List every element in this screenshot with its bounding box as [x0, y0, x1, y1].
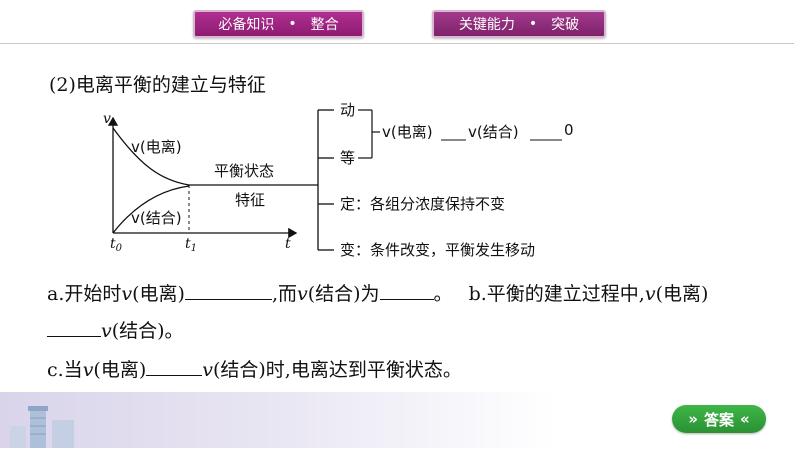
blank-a-2[interactable] [379, 281, 434, 300]
formula-v-ionization: v(电离) [382, 123, 433, 141]
header-divider [0, 43, 794, 44]
tab-left-label-1: 必备知识 [218, 17, 275, 33]
tab-right-label-1: 关键能力 [458, 17, 515, 33]
answer-arrow-right-icon: « [740, 410, 750, 428]
question-b-line2: v(结合)。 [47, 316, 184, 343]
t1-label: t1 [185, 236, 197, 254]
tab-left-dot: • [288, 16, 297, 32]
combination-rate-curve [112, 185, 190, 234]
footer-decoration [0, 392, 794, 448]
tab-left-label-2: 整合 [310, 17, 339, 33]
curve-bottom-label: v(结合) [131, 209, 182, 227]
ionization-rate-curve [112, 127, 190, 186]
blank-b[interactable] [47, 318, 101, 337]
tab-right-dot: • [528, 16, 538, 32]
t0-label: t0 [110, 236, 123, 254]
blank-c[interactable] [146, 357, 203, 376]
tab-key-ability[interactable]: 关键能力 • 突破 [432, 10, 606, 38]
question-a-prefix: a.开始时 [47, 283, 122, 305]
feature-dong: 动 [340, 101, 355, 119]
formula-v-combination: v(结合) [468, 123, 519, 141]
answer-button[interactable]: » 答案 « [672, 405, 766, 433]
x-axis-end-label: t [285, 236, 291, 252]
tab-essential-knowledge[interactable]: 必备知识 • 整合 [193, 10, 364, 38]
feature-deng: 等 [340, 149, 355, 167]
y-axis-label: v [103, 111, 111, 127]
equilibrium-state-label: 平衡状态 [214, 162, 274, 180]
tab-right-label-2: 突破 [551, 17, 580, 33]
feature-bian: 变：条件改变，平衡发生移动 [340, 241, 535, 259]
question-a-line: a.开始时v(电离),而v(结合)为。 b.平衡的建立过程中,v(电离) [47, 281, 709, 305]
question-c-line: c.当v(电离)v(结合)时,电离达到平衡状态。 [47, 357, 462, 381]
formula-zero: 0 [564, 121, 574, 139]
feature-ding: 定：各组分浓度保持不变 [340, 195, 505, 213]
section-title: (2)电离平衡的建立与特征 [49, 74, 266, 96]
blank-a-1[interactable] [184, 281, 272, 300]
curve-top-label: v(电离) [131, 138, 182, 156]
answer-label: 答案 [703, 410, 734, 429]
feature-label: 特征 [235, 191, 265, 209]
building-illustration [10, 406, 74, 448]
question-b-prefix: b.平衡的建立过程中, [468, 283, 645, 305]
answer-arrow-left-icon: » [688, 410, 698, 428]
